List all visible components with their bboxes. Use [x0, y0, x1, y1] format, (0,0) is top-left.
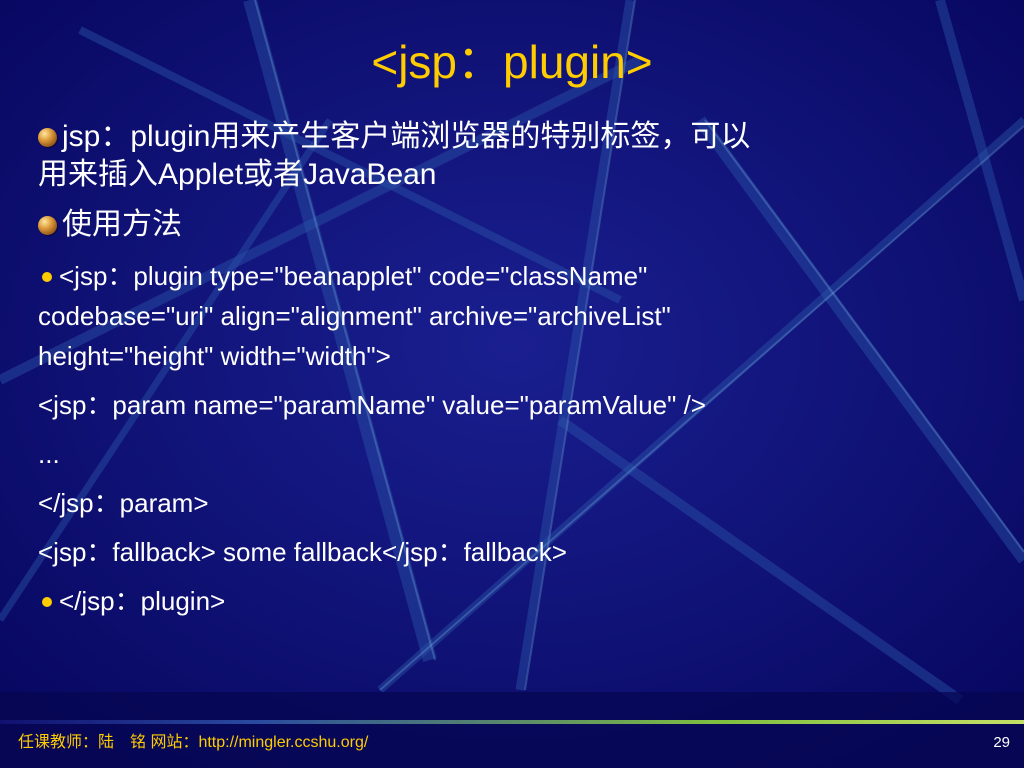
bullet-plugin-description: jsp：plugin用来产生客户端浏览器的特别标签，可以 用来插入Applet或…	[38, 118, 998, 194]
bullet-text-continued: 用来插入Applet或者JavaBean	[38, 158, 437, 191]
code-line: height="height" width="width">	[38, 341, 391, 371]
code-line-param-close: </jsp：param>	[38, 483, 998, 523]
code-line: codebase="uri" align="alignment" archive…	[38, 301, 671, 331]
code-line: </jsp：plugin>	[59, 586, 226, 616]
bullet-ball-icon	[38, 128, 57, 147]
bullet-usage: 使用方法	[38, 206, 998, 244]
bullet-dot-icon	[42, 597, 52, 607]
bullet-dot-icon	[42, 272, 52, 282]
slide-content: jsp：plugin用来产生客户端浏览器的特别标签，可以 用来插入Applet或…	[38, 118, 998, 630]
code-line: ...	[38, 439, 60, 469]
code-line-ellipsis: ...	[38, 434, 998, 474]
code-line: <jsp：param name="paramName" value="param…	[38, 390, 706, 420]
code-line-param: <jsp：param name="paramName" value="param…	[38, 385, 998, 425]
footer-instructor-website: 任课教师：陆 铭 网站：http://mingler.ccshu.org/	[18, 734, 369, 751]
code-line: <jsp：plugin type="beanapplet" code="clas…	[59, 261, 648, 291]
code-block-plugin-open: <jsp：plugin type="beanapplet" code="clas…	[38, 256, 998, 376]
code-line: <jsp：fallback> some fallback</jsp：fallba…	[38, 537, 567, 567]
code-line-fallback: <jsp：fallback> some fallback</jsp：fallba…	[38, 532, 998, 572]
bullet-text: 使用方法	[62, 208, 182, 241]
bullet-ball-icon	[38, 216, 57, 235]
slide-title: <jsp：plugin>	[371, 36, 653, 88]
code-block-plugin-close: </jsp：plugin>	[38, 581, 998, 621]
bullet-text: jsp：plugin用来产生客户端浏览器的特别标签，可以	[62, 120, 751, 153]
footer-divider	[0, 720, 1024, 724]
page-number: 29	[993, 734, 1010, 751]
code-line: </jsp：param>	[38, 488, 209, 518]
